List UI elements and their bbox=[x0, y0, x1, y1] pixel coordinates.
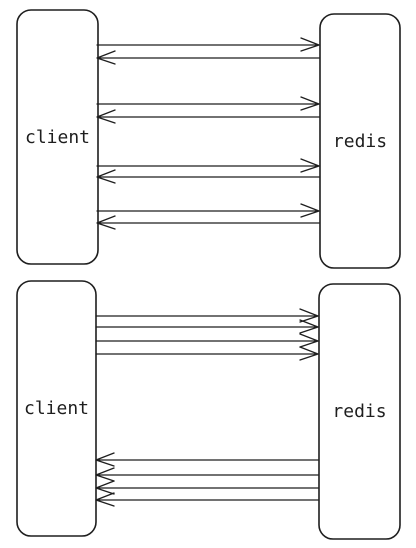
response-arrow-8 bbox=[95, 492, 319, 507]
client-label-top: client bbox=[25, 127, 90, 148]
request-arrow-7 bbox=[96, 203, 320, 218]
redis-label-bottom: redis bbox=[332, 401, 386, 422]
request-arrow-3 bbox=[96, 96, 320, 111]
client-box-top bbox=[16, 9, 99, 265]
request-arrow-4 bbox=[95, 346, 319, 361]
request-response-diagram: client redis bbox=[16, 9, 401, 269]
response-arrow-5 bbox=[95, 452, 319, 467]
redis-label-top: redis bbox=[333, 131, 387, 152]
response-arrow-6 bbox=[95, 467, 319, 482]
request-arrow-5 bbox=[96, 158, 320, 173]
response-arrow-2 bbox=[96, 50, 320, 65]
response-arrow-4 bbox=[96, 109, 320, 124]
request-arrow-2 bbox=[95, 319, 319, 334]
redis-box-top bbox=[319, 13, 401, 269]
response-arrow-6 bbox=[96, 169, 320, 184]
arrows-top bbox=[96, 37, 320, 230]
response-arrow-7 bbox=[95, 480, 319, 495]
client-box-bottom bbox=[16, 280, 97, 537]
request-arrow-1 bbox=[95, 308, 319, 323]
request-arrow-3 bbox=[95, 333, 319, 348]
request-arrow-1 bbox=[96, 37, 320, 52]
arrows-bottom bbox=[95, 308, 319, 507]
redis-box-bottom bbox=[318, 283, 401, 540]
pipelined-diagram: client redis bbox=[16, 280, 401, 540]
client-label-bottom: client bbox=[24, 398, 89, 419]
response-arrow-8 bbox=[96, 215, 320, 230]
